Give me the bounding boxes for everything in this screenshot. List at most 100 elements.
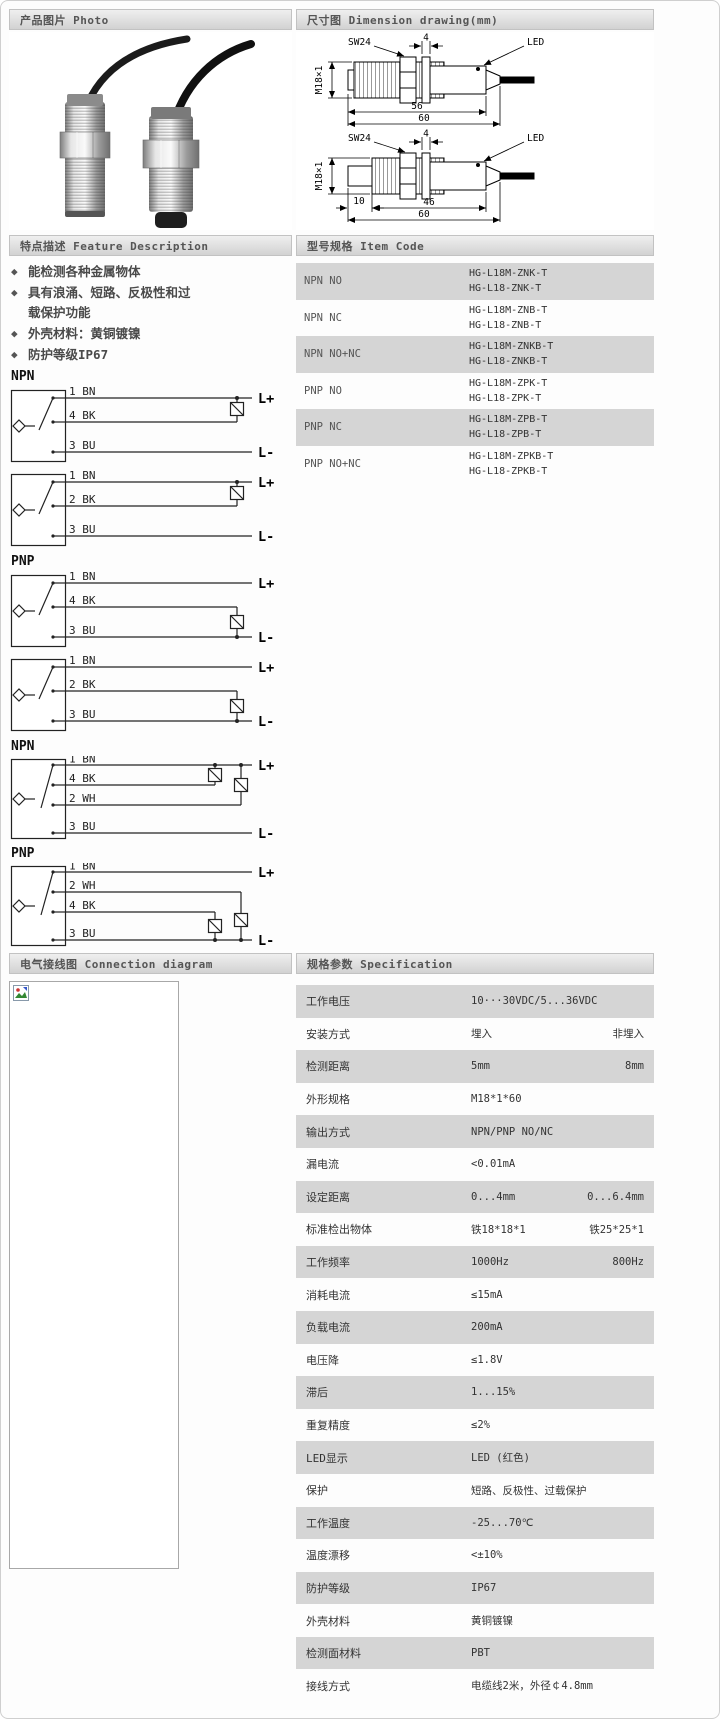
spec-row: 漏电流 <0.01mA	[296, 1148, 654, 1181]
spec-row: 负载电流 200mA	[296, 1310, 654, 1344]
broken-image-icon	[13, 985, 29, 1001]
spec-values: ≤15mA	[471, 1289, 654, 1301]
feature-text: 能检测各种金属物体	[28, 264, 141, 279]
supply-minus-label: L-	[258, 933, 274, 949]
item-code-type: NPN NO+NC	[304, 348, 361, 361]
spec-values: 1000Hz 800Hz	[471, 1256, 654, 1268]
diamond-bullet-icon: ◆	[11, 265, 18, 278]
spec-values: 200mA	[471, 1321, 654, 1333]
spec-label: 安装方式	[306, 1027, 350, 1041]
supply-plus-label: L+	[258, 576, 274, 592]
feature-item: ◆防护等级IP67	[11, 345, 289, 365]
spec-value-secondary: 0...6.4mm	[587, 1190, 644, 1203]
spec-value: ≤1.8V	[471, 1353, 503, 1366]
spec-value: 10···30VDC/5...36VDC	[471, 995, 598, 1008]
spec-label: 工作电压	[306, 995, 350, 1009]
wire-label: 4 BK	[69, 772, 96, 785]
spec-value: NPN/PNP NO/NC	[471, 1125, 554, 1138]
wire-label: 3 BU	[69, 820, 96, 833]
spec-values: <0.01mA	[471, 1158, 654, 1170]
spec-row: 外形规格 M18*1*60	[296, 1083, 654, 1116]
spec-values: ≤2%	[471, 1419, 654, 1431]
dim-label-b: 60	[418, 113, 430, 124]
spec-value: ≤15mA	[471, 1288, 503, 1301]
wire-label: 1 BN	[69, 863, 96, 873]
spec-value-secondary: 铁25*25*1	[589, 1223, 644, 1236]
supply-minus-label: L-	[258, 529, 274, 545]
wiring-diagram-3: 1 BN 4 BK 3 BU L+ L-	[10, 571, 274, 648]
spec-value: -25...70℃	[471, 1516, 534, 1529]
connection-diagram-box	[9, 981, 179, 1569]
dimension-drawing-flush: SW24 4 LED M18×1 56 60	[314, 33, 544, 127]
dimension-drawing-non-flush: SW24 4 LED M18×1 10 46 60	[314, 129, 544, 223]
supply-minus-label: L-	[258, 445, 274, 461]
section-header-dimension: 尺寸图 Dimension drawing(mm)	[296, 9, 654, 30]
spec-value: 200mA	[471, 1321, 503, 1334]
spec-row: 接线方式 电缆线2米，外径￠4.8mm	[296, 1669, 654, 1702]
spec-value: <±10%	[471, 1549, 503, 1562]
spec-value: M18*1*60	[471, 1093, 522, 1106]
spec-value: <0.01mA	[471, 1158, 516, 1171]
spec-label: 负载电流	[306, 1321, 350, 1335]
spec-row: 检测面材料 PBT	[296, 1636, 654, 1670]
feature-text: 具有浪涌、短路、反极性和过载保护功能	[28, 285, 191, 320]
spec-value: PBT	[471, 1647, 490, 1660]
wire-label: 2 WH	[69, 879, 96, 892]
spec-value: 电缆线2米，外径￠4.8mm	[471, 1680, 593, 1693]
spec-label: 保护	[306, 1484, 328, 1498]
spec-label: 检测面材料	[306, 1647, 361, 1661]
wiring-heading-pnp-4wire: PNP	[11, 846, 35, 861]
diamond-bullet-icon: ◆	[11, 327, 18, 340]
spec-value: IP67	[471, 1581, 497, 1594]
spec-label: 标准检出物体	[306, 1223, 372, 1237]
spec-values: <±10%	[471, 1549, 654, 1561]
spec-label: 消耗电流	[306, 1288, 350, 1302]
supply-minus-label: L-	[258, 826, 274, 842]
feature-text: 外壳材料：黄铜镀镍	[28, 326, 141, 341]
dim-label-thread: M18×1	[314, 65, 325, 94]
spec-label: 工作温度	[306, 1516, 350, 1530]
item-code-type: PNP NO	[304, 384, 342, 397]
spec-value-secondary: 800Hz	[612, 1256, 644, 1269]
spec-row: 电压降≤1.8V	[296, 1344, 654, 1377]
spec-value: 埋入	[471, 1028, 492, 1041]
spec-row: 安装方式埋入非埋入	[296, 1018, 654, 1051]
spec-value: ≤2%	[471, 1419, 490, 1432]
supply-minus-label: L-	[258, 714, 274, 730]
spec-label: 外形规格	[306, 1093, 350, 1107]
product-photo-area	[9, 32, 292, 230]
dim-label-led: LED	[527, 133, 544, 144]
spec-label: LED显示	[306, 1451, 348, 1465]
spec-label: 输出方式	[306, 1125, 350, 1139]
item-code-type: NPN NO	[304, 275, 342, 288]
spec-row: 外壳材料黄铜镀镍	[296, 1604, 654, 1637]
wire-label: 4 BK	[69, 594, 96, 607]
supply-plus-label: L+	[258, 660, 274, 676]
wiring-diagram-4: 1 BN 2 BK 3 BU L+ L-	[10, 655, 274, 732]
spec-value: 1...15%	[471, 1386, 516, 1399]
spec-label: 漏电流	[306, 1158, 339, 1172]
dim-label-led: LED	[527, 37, 544, 48]
supply-minus-label: L-	[258, 630, 274, 646]
item-code-type: PNP NO+NC	[304, 457, 361, 470]
spec-label: 接线方式	[306, 1679, 350, 1693]
feature-item: ◆ 能检测各种金属物体	[11, 262, 289, 282]
spec-values: NPN/PNP NO/NC	[471, 1126, 654, 1138]
spec-value: 1000Hz	[471, 1256, 509, 1269]
supply-plus-label: L+	[258, 865, 274, 881]
spec-values: 黄铜镀镍	[471, 1613, 654, 1628]
section-header-item-code: 型号规格 Item Code	[296, 235, 654, 256]
spec-values: -25...70℃	[471, 1517, 654, 1529]
